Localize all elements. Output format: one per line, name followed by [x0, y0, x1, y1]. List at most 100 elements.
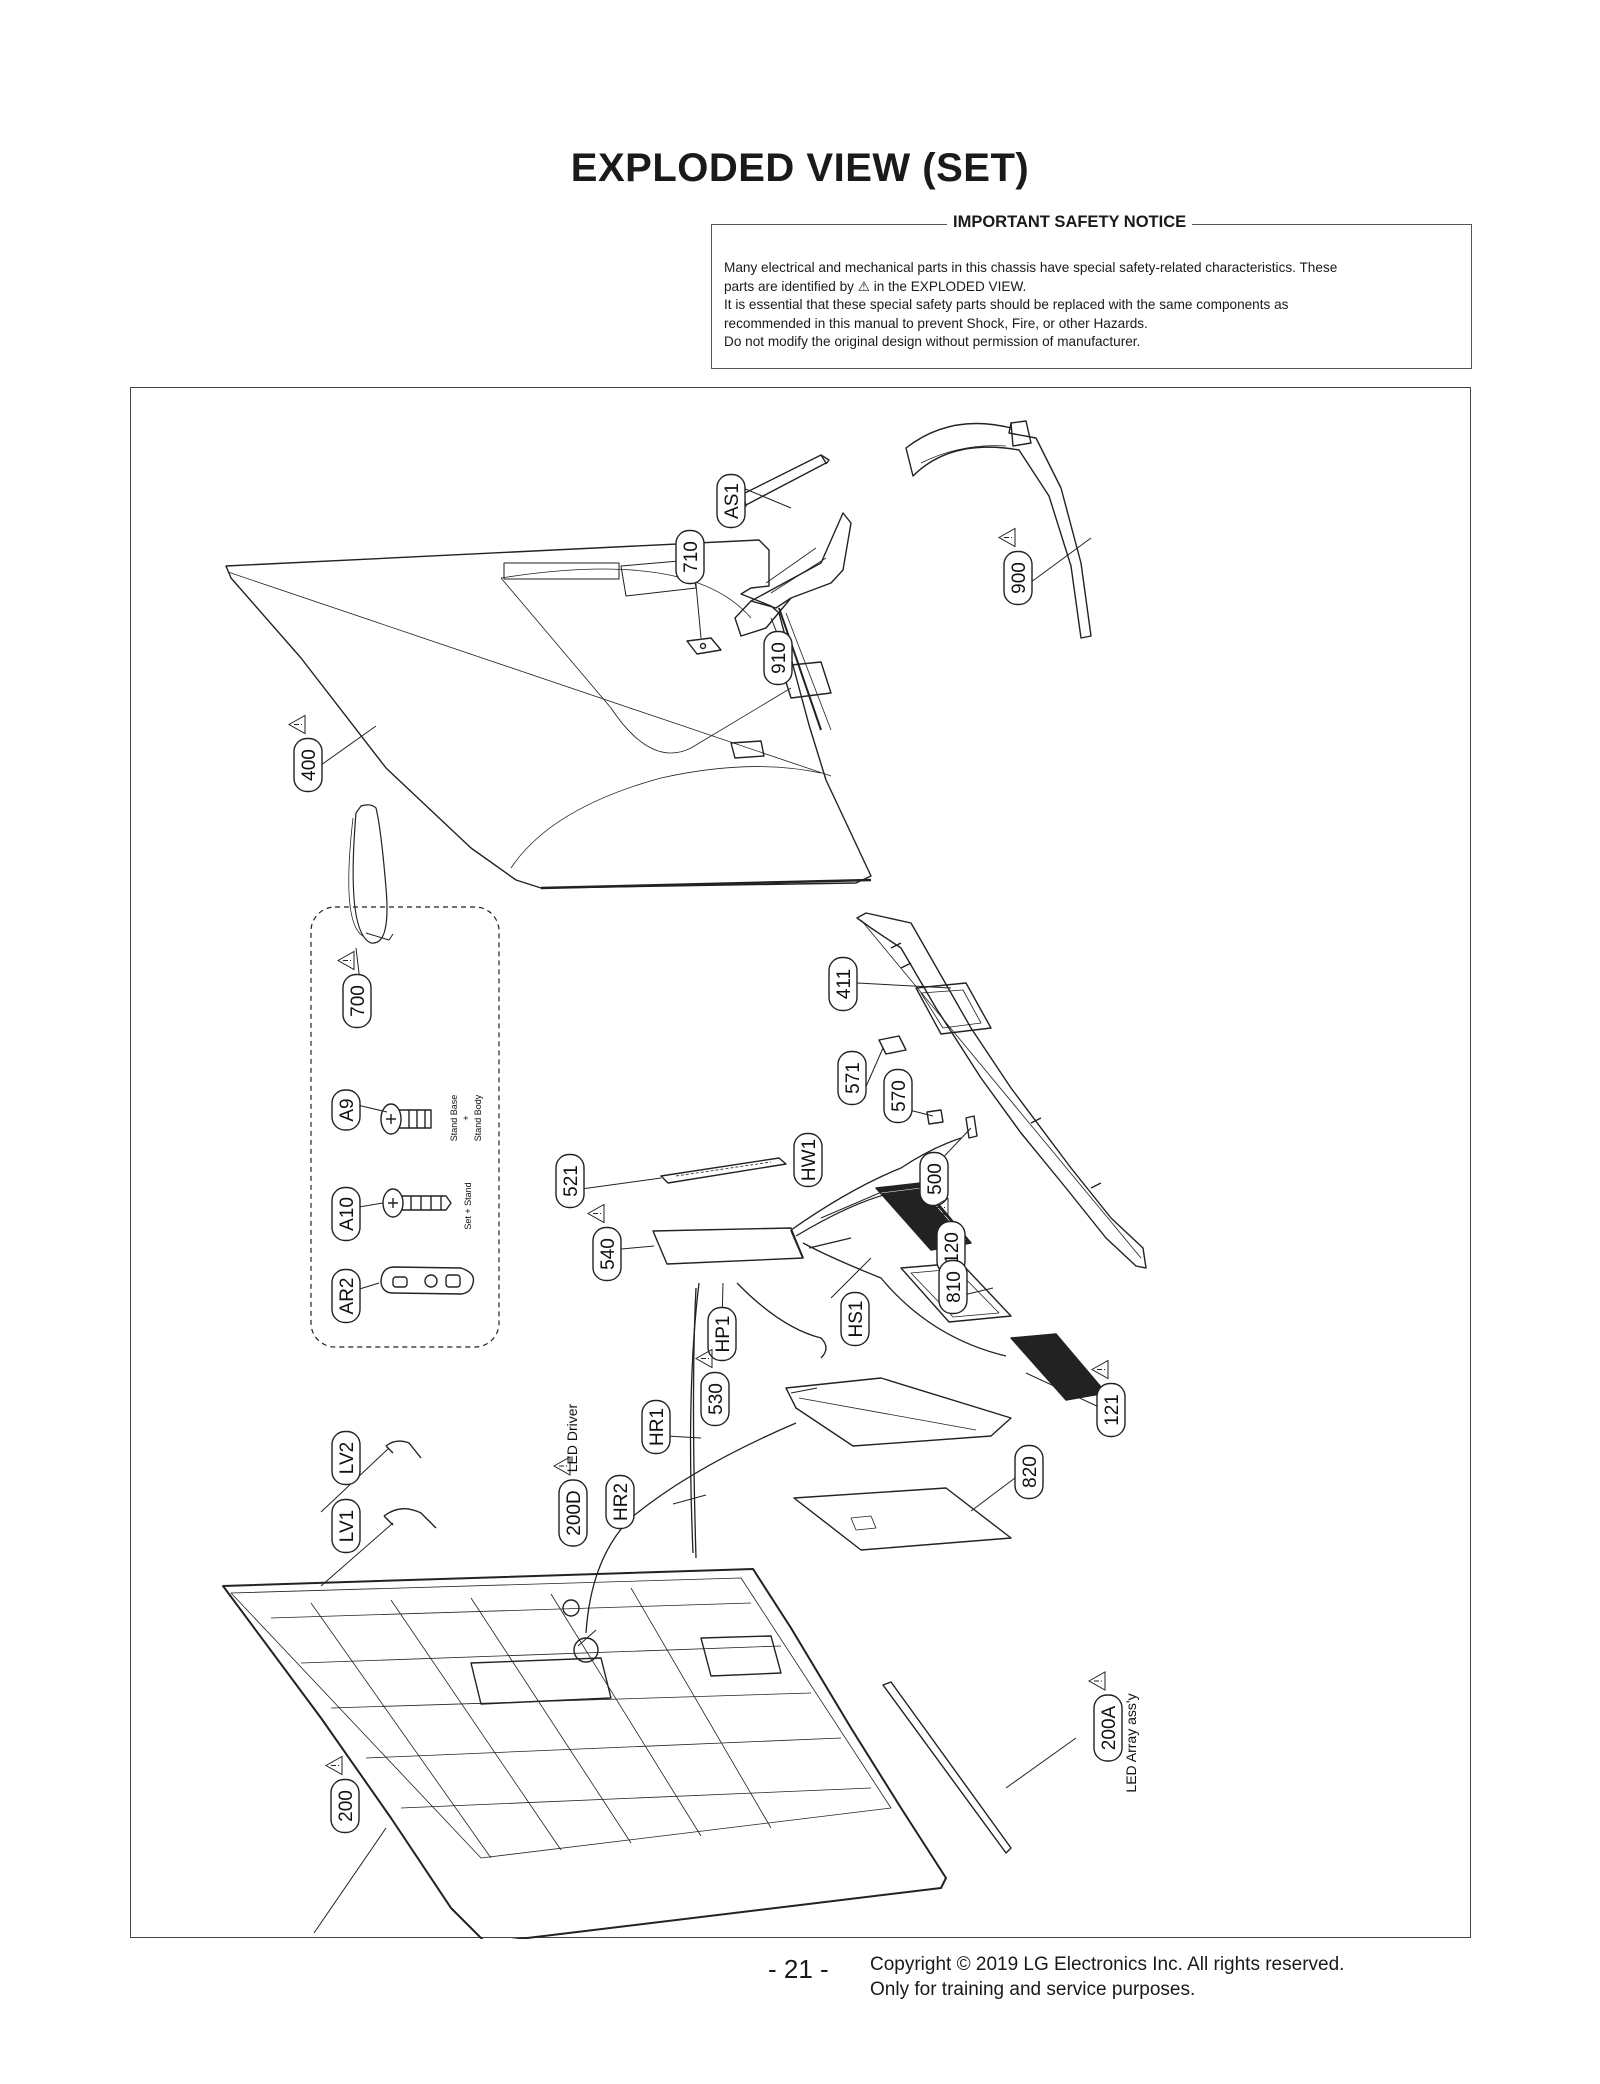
callout-label: 710 — [681, 541, 702, 573]
callout-label: HW1 — [799, 1139, 820, 1181]
callout-label: 910 — [769, 642, 790, 674]
label-set-stand: Set + Stand — [463, 1182, 473, 1229]
callout-label: 810 — [944, 1271, 965, 1303]
callout-label: 530 — [706, 1383, 727, 1415]
callout-530: 530 — [694, 1348, 730, 1427]
callout-a10: A10 — [331, 1186, 361, 1242]
bracket-710-part — [686, 637, 722, 655]
board-570-part — [926, 1109, 944, 1125]
safety-warning-icon — [287, 714, 306, 735]
callout-200: 200 — [324, 1755, 360, 1834]
callout-121: 121 — [1090, 1359, 1126, 1438]
callout-label: 200D — [564, 1490, 585, 1535]
safety-warning-icon — [1090, 1359, 1109, 1380]
callout-hp1: HP1 — [707, 1306, 737, 1362]
callout-521: 521 — [555, 1153, 585, 1209]
power-board-530-part — [785, 1377, 1012, 1447]
notice-line: It is essential that these special safet… — [724, 297, 1289, 312]
main-board-540-part — [652, 1227, 804, 1265]
notice-line: parts are identified by ⚠ in the EXPLODE… — [724, 278, 1027, 294]
callout-ar2: AR2 — [331, 1268, 361, 1324]
callout-hr2: HR2 — [605, 1474, 635, 1530]
callout-a9: A9 — [331, 1089, 361, 1131]
callout-hs1: HS1 — [840, 1291, 870, 1347]
label-led-array: LED Array ass'y — [1123, 1693, 1139, 1792]
callout-label: 500 — [925, 1163, 946, 1195]
callout-label: 400 — [299, 749, 320, 781]
callout-400: 400 — [287, 714, 323, 793]
callout-label: AS1 — [722, 483, 743, 519]
display-panel-200-part — [222, 1568, 947, 1939]
callout-200a: 200A — [1087, 1671, 1123, 1762]
safety-warning-icon — [586, 1203, 605, 1224]
label-plus: + — [461, 1115, 471, 1120]
callout-label: 571 — [843, 1062, 864, 1094]
accessory-group-box — [310, 906, 500, 1348]
callout-hw1: HW1 — [793, 1132, 823, 1188]
callout-label: 120 — [942, 1232, 963, 1264]
safety-notice-title: IMPORTANT SAFETY NOTICE — [947, 213, 1193, 232]
stand-base-part — [734, 512, 852, 637]
page-title: EXPLODED VIEW (SET) — [570, 146, 1030, 190]
callout-710: 710 — [675, 529, 705, 585]
callout-label: 200 — [336, 1790, 357, 1822]
callout-label: LV2 — [337, 1442, 358, 1474]
cable-harnesses — [585, 1137, 1007, 1634]
callout-label: 121 — [1102, 1394, 1123, 1426]
plate-820-part — [793, 1487, 1012, 1551]
callout-label: 521 — [561, 1165, 582, 1197]
screw-a9-part — [380, 1103, 432, 1135]
training-notice-line: Only for training and service purposes. — [870, 1979, 1196, 2000]
back-cover-part — [225, 539, 872, 890]
safety-warning-icon — [694, 1348, 713, 1369]
callout-as1: AS1 — [716, 473, 746, 529]
callout-500: 500 — [919, 1151, 949, 1207]
safety-warning-icon — [930, 1197, 949, 1218]
callout-label: 411 — [834, 969, 855, 999]
clip-lv2-part — [385, 1440, 422, 1459]
stand-arc-part — [905, 420, 1092, 639]
page-number: - 21 - — [768, 1954, 829, 1984]
callout-label: HS1 — [846, 1301, 867, 1338]
callout-lv1: LV1 — [331, 1498, 361, 1554]
notice-line: recommended in this manual to prevent Sh… — [724, 315, 1148, 331]
clip-lv1-part — [383, 1508, 437, 1529]
exploded-view-drawing — [222, 420, 1147, 1939]
label-led-driver: LED Driver — [564, 1403, 580, 1472]
callout-label: HR1 — [647, 1408, 668, 1446]
power-cord-part — [348, 804, 394, 944]
callout-label: 700 — [348, 985, 369, 1017]
callout-label: HP1 — [713, 1316, 734, 1353]
label-stand-base: Stand Base — [449, 1095, 459, 1142]
safety-warning-icon — [324, 1755, 343, 1776]
callout-label: AR2 — [337, 1278, 358, 1315]
remote-control-part — [380, 1266, 475, 1295]
callout-570: 570 — [883, 1068, 913, 1124]
safety-notice-box: IMPORTANT SAFETY NOTICE Many electrical … — [711, 213, 1472, 369]
callout-label: 540 — [598, 1238, 619, 1270]
callout-411: 411 — [828, 956, 858, 1012]
copyright-line: Copyright © 2019 LG Electronics Inc. All… — [870, 1954, 1345, 1975]
callout-label: LV1 — [337, 1510, 358, 1542]
callout-label: HR2 — [611, 1483, 632, 1521]
board-521-part — [660, 1157, 787, 1184]
callout-label: 900 — [1009, 562, 1030, 594]
notice-line: Many electrical and mechanical parts in … — [724, 260, 1338, 275]
callout-label: 200A — [1099, 1705, 1120, 1750]
callout-lv2: LV2 — [331, 1430, 361, 1486]
board-571-part — [878, 1035, 907, 1055]
notice-line: Do not modify the original design withou… — [724, 334, 1141, 349]
callout-label: A9 — [337, 1098, 358, 1121]
frame-411-part — [856, 912, 1147, 1269]
safety-notice-body: Many electrical and mechanical parts in … — [724, 259, 1459, 352]
safety-warning-icon — [997, 527, 1016, 548]
safety-warning-icon — [336, 950, 355, 971]
callout-label: 820 — [1020, 1456, 1041, 1488]
callout-label: 570 — [889, 1080, 910, 1112]
callout-900: 900 — [997, 527, 1033, 606]
safety-warning-icon — [1087, 1671, 1106, 1691]
safety-warning-icon — [552, 1456, 571, 1476]
callout-540: 540 — [586, 1203, 622, 1282]
